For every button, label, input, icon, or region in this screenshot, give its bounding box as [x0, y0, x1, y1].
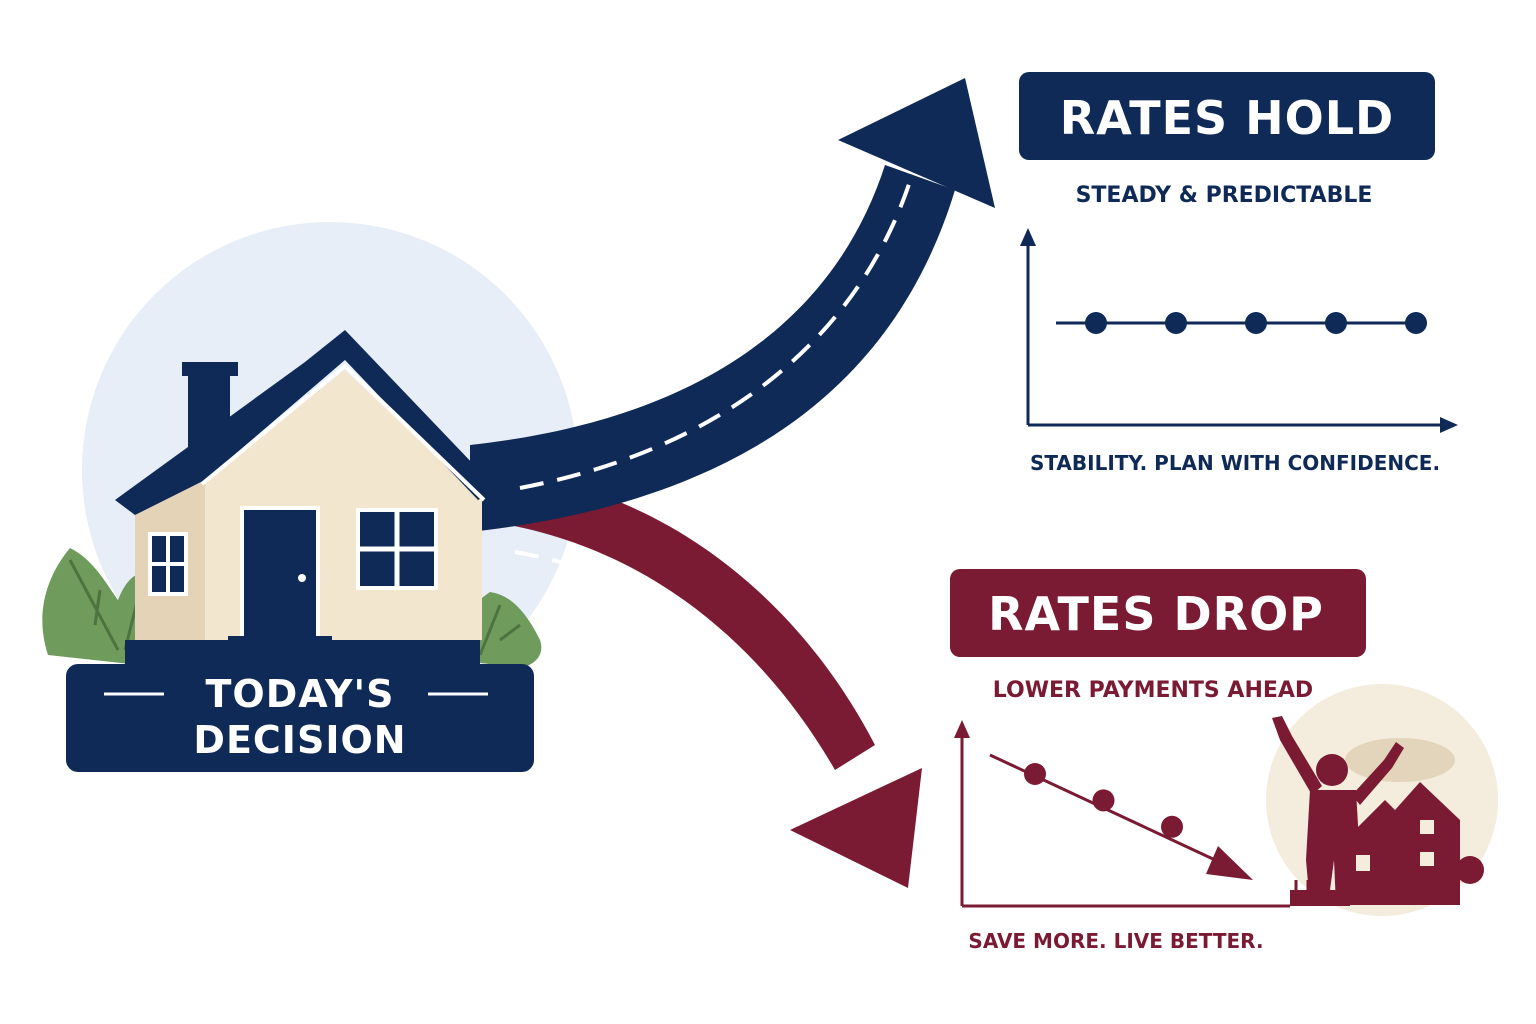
rates-drop-chart	[954, 720, 1290, 908]
rates-drop-panel: RATES DROP LOWER PAYMENTS AHEAD	[950, 569, 1498, 953]
rates-hold-caption: STABILITY. PLAN WITH CONFIDENCE.	[1030, 451, 1440, 475]
house-icon	[115, 330, 498, 668]
drop-trend-arrow-icon	[1206, 846, 1253, 880]
rates-drop-road-dashes	[514, 550, 850, 797]
hold-point-3	[1245, 312, 1267, 334]
small-house-icon	[1290, 782, 1484, 906]
rates-hold-panel: RATES HOLD STEADY & PREDICTABLE STABILIT…	[1019, 72, 1458, 475]
rates-hold-arrow-body	[470, 165, 955, 532]
front-door	[228, 506, 332, 648]
drop-y-axis-arrow-icon	[954, 720, 970, 738]
hold-point-1	[1085, 312, 1107, 334]
rates-drop-title: RATES DROP	[988, 587, 1324, 641]
hold-point-2	[1165, 312, 1187, 334]
rates-drop-caption: SAVE MORE. LIVE BETTER.	[968, 929, 1263, 953]
rates-hold-road-dashes	[519, 174, 914, 490]
hold-points	[1085, 312, 1427, 334]
rates-hold-pill	[1019, 72, 1435, 160]
rates-hold-chart	[1020, 228, 1458, 433]
rates-hold-arrow	[470, 78, 995, 532]
todays-decision-line2: DECISION	[193, 718, 406, 762]
hold-y-axis-arrow-icon	[1020, 228, 1036, 246]
rates-drop-arrow	[478, 470, 922, 888]
rates-drop-pill	[950, 569, 1366, 657]
person-icon	[1272, 716, 1404, 905]
rates-drop-subtitle: LOWER PAYMENTS AHEAD	[993, 678, 1313, 703]
hold-point-4	[1325, 312, 1347, 334]
drop-point-1	[1024, 763, 1046, 785]
front-window	[356, 508, 438, 590]
rates-hold-subtitle: STEADY & PREDICTABLE	[1076, 183, 1373, 208]
drop-point-3	[1161, 815, 1183, 838]
todays-decision-line1: TODAY'S	[205, 672, 394, 716]
todays-decision-label: TODAY'S DECISION	[66, 664, 534, 772]
rates-hold-title: RATES HOLD	[1060, 91, 1395, 145]
drop-points	[1024, 763, 1183, 838]
rates-hold-arrow-head	[838, 78, 995, 208]
roof	[115, 330, 498, 515]
hold-point-5	[1405, 312, 1427, 334]
drop-point-2	[1092, 789, 1115, 812]
side-window	[148, 532, 188, 596]
celebration-icon	[1266, 684, 1498, 916]
hold-x-axis-arrow-icon	[1440, 417, 1458, 433]
rates-drop-arrow-head	[790, 768, 922, 888]
